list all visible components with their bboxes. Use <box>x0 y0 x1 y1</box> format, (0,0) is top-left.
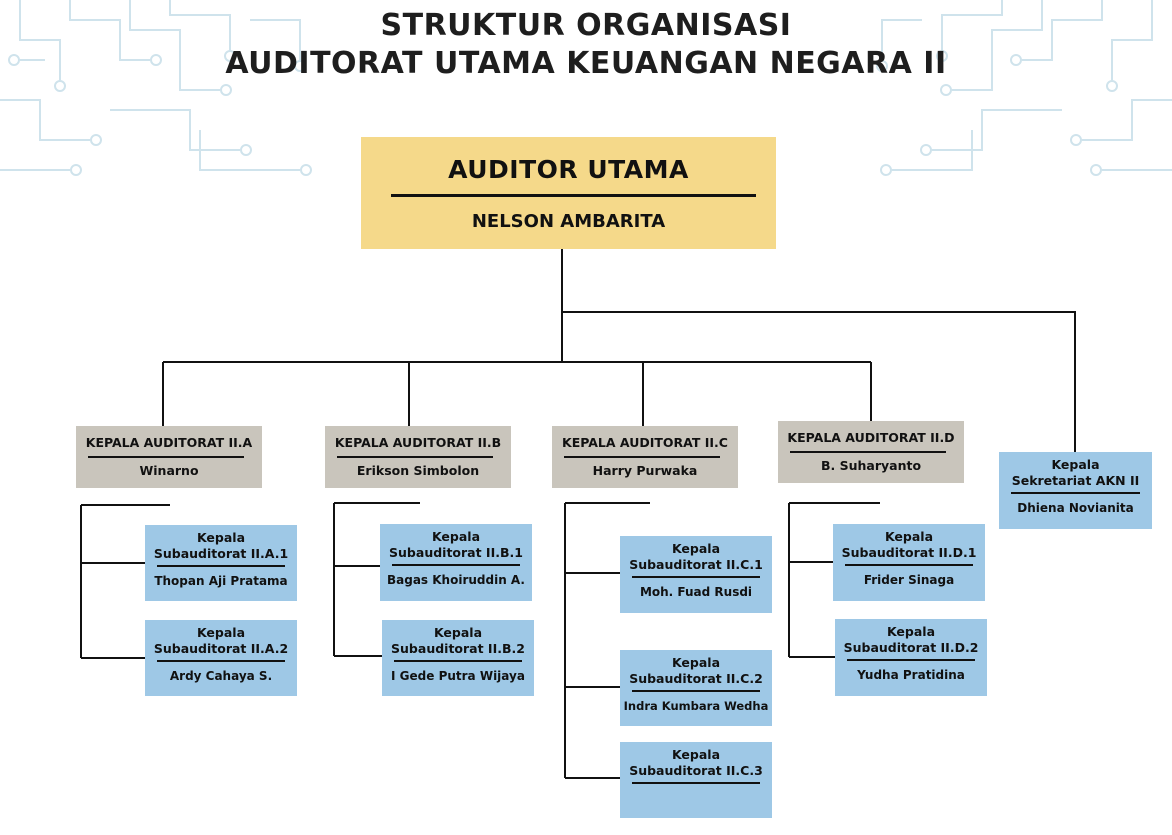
sub-label-line-1: Kepala <box>1051 457 1100 472</box>
divider <box>632 576 760 578</box>
subauditorat-ii-d-2-box: Kepala Subauditorat II.D.2 Yudha Pratidi… <box>835 619 987 696</box>
auditorat-ii-c-box: KEPALA AUDITORAT II.C Harry Purwaka <box>552 426 738 488</box>
sub-label-line-2: Subauditorat II.A.1 <box>153 546 289 561</box>
sub-label-line-2: Subauditorat II.C.1 <box>629 557 763 572</box>
divider <box>394 660 522 662</box>
divider <box>157 660 285 662</box>
sub-label-line-2: Subauditorat II.D.2 <box>843 640 979 655</box>
auditorat-name: Harry Purwaka <box>592 463 698 478</box>
sub-name: Ardy Cahaya S. <box>169 669 273 683</box>
divider <box>845 564 973 566</box>
sub-label-line-1: Kepala <box>433 625 483 640</box>
sub-name: I Gede Putra Wijaya <box>391 669 525 683</box>
divider <box>392 564 520 566</box>
divider <box>1011 492 1140 494</box>
sub-label-line-1: Kepala <box>671 655 721 670</box>
sub-label-line-1: Kepala <box>671 541 721 556</box>
sekretariat-akn-ii-box: Kepala Sekretariat AKN II Dhiena Noviani… <box>999 452 1152 529</box>
divider <box>847 659 975 661</box>
divider <box>337 456 493 458</box>
auditor-utama-box: AUDITOR UTAMA NELSON AMBARITA <box>361 137 776 249</box>
subauditorat-ii-b-1-box: Kepala Subauditorat II.B.1 Bagas Khoirud… <box>380 524 532 601</box>
auditorat-ii-a-box: KEPALA AUDITORAT II.A Winarno <box>76 426 262 488</box>
sub-name: Moh. Fuad Rusdi <box>639 585 753 599</box>
sub-label-line-1: Kepala <box>884 529 934 544</box>
subauditorat-ii-c-2-box: Kepala Subauditorat II.C.2 Indra Kumbara… <box>620 650 772 726</box>
sub-label-line-2: Subauditorat II.D.1 <box>841 545 977 560</box>
sub-label-line-1: Kepala <box>671 747 721 762</box>
sub-name: Thopan Aji Pratama <box>154 574 288 588</box>
auditorat-ii-b-box: KEPALA AUDITORAT II.B Erikson Simbolon <box>325 426 511 488</box>
auditorat-title: KEPALA AUDITORAT II.C <box>562 435 728 450</box>
sub-label-line-1: Kepala <box>886 624 936 639</box>
auditor-utama-name: NELSON AMBARITA <box>471 211 666 232</box>
sub-label-line-2: Subauditorat II.C.3 <box>629 763 763 778</box>
sub-label-line-1: Kepala <box>196 530 246 545</box>
divider <box>391 194 756 197</box>
sub-name: Indra Kumbara Wedha <box>623 699 769 713</box>
sub-name: Frider Sinaga <box>863 573 955 587</box>
sub-name: Dhiena Novianita <box>1017 501 1134 515</box>
auditorat-name: Erikson Simbolon <box>356 463 480 478</box>
subauditorat-ii-c-3-box: Kepala Subauditorat II.C.3 <box>620 742 772 818</box>
auditorat-name: B. Suharyanto <box>820 458 922 473</box>
auditor-utama-title: AUDITOR UTAMA <box>448 155 689 184</box>
subauditorat-ii-c-1-box: Kepala Subauditorat II.C.1 Moh. Fuad Rus… <box>620 536 772 613</box>
subauditorat-ii-a-1-box: Kepala Subauditorat II.A.1 Thopan Aji Pr… <box>145 525 297 601</box>
sub-name: Bagas Khoiruddin A. <box>387 573 525 587</box>
circuit-decoration-right <box>876 0 1172 176</box>
divider <box>790 451 946 453</box>
sub-label-line-2: Subauditorat II.B.2 <box>391 641 525 656</box>
sub-label-line-1: Kepala <box>431 529 481 544</box>
sub-label-line-2: Sekretariat AKN II <box>1011 473 1140 488</box>
subauditorat-ii-b-2-box: Kepala Subauditorat II.B.2 I Gede Putra … <box>382 620 534 696</box>
page-title-line-2: AUDITORAT UTAMA KEUANGAN NEGARA II <box>225 46 947 81</box>
sub-label-line-2: Subauditorat II.A.2 <box>153 641 289 656</box>
auditorat-name: Winarno <box>139 463 199 478</box>
auditorat-title: KEPALA AUDITORAT II.B <box>334 435 502 450</box>
divider <box>88 456 244 458</box>
page-title-line-1: STRUKTUR ORGANISASI <box>380 8 792 43</box>
divider <box>632 782 760 784</box>
auditorat-title: KEPALA AUDITORAT II.D <box>787 430 955 445</box>
divider <box>564 456 720 458</box>
divider <box>632 690 760 692</box>
sub-label-line-2: Subauditorat II.C.2 <box>629 671 763 686</box>
subauditorat-ii-d-1-box: Kepala Subauditorat II.D.1 Frider Sinaga <box>833 524 985 601</box>
divider <box>157 565 285 567</box>
sub-name: Yudha Pratidina <box>857 668 965 682</box>
sub-label-line-2: Subauditorat II.B.1 <box>389 545 523 560</box>
circuit-decoration-left <box>0 0 312 176</box>
sub-name <box>620 784 772 791</box>
sub-label-line-1: Kepala <box>196 625 246 640</box>
auditorat-title: KEPALA AUDITORAT II.A <box>85 435 253 450</box>
auditorat-ii-d-box: KEPALA AUDITORAT II.D B. Suharyanto <box>778 421 964 483</box>
subauditorat-ii-a-2-box: Kepala Subauditorat II.A.2 Ardy Cahaya S… <box>145 620 297 696</box>
